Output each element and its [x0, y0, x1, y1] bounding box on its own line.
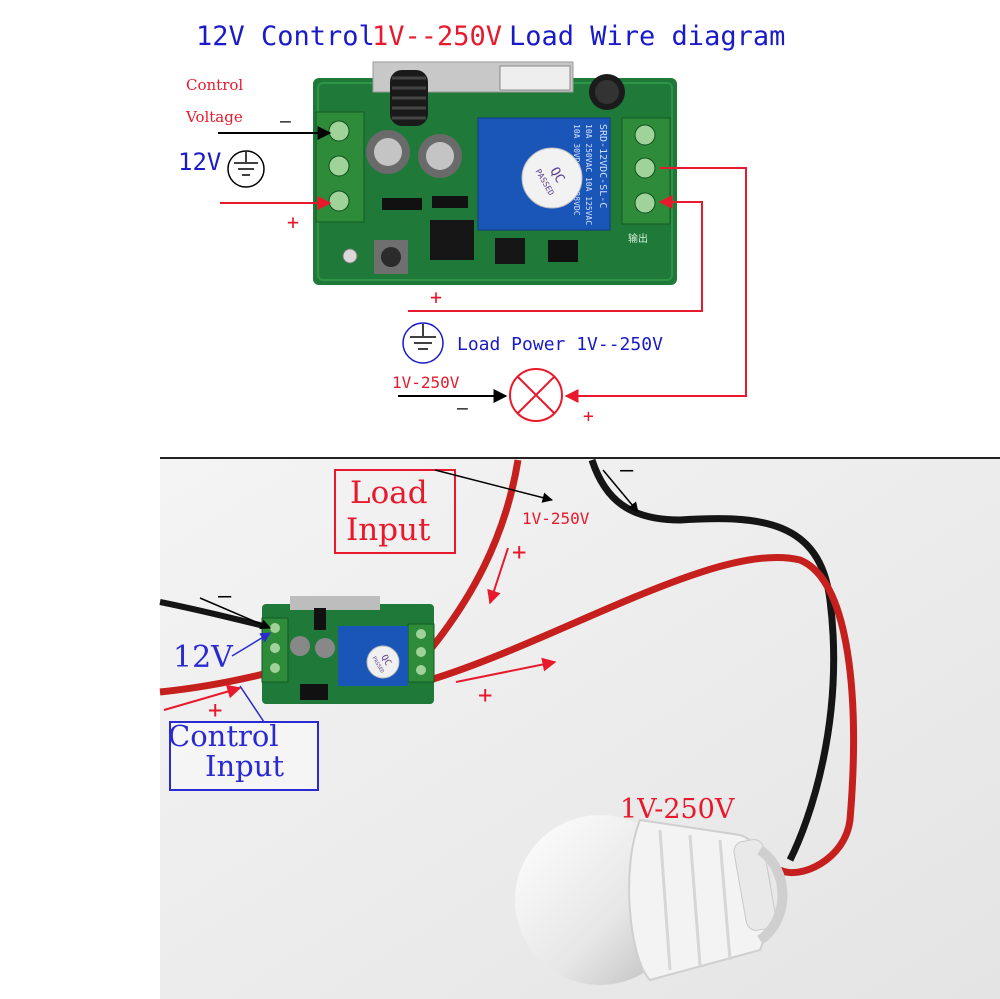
- terminal-screw: [634, 157, 656, 179]
- lamp-voltage-label: 1V-250V: [392, 373, 460, 392]
- top-wiring: Control Voltage – + 12V + Load Power 1V-…: [178, 76, 747, 427]
- terminal-screw: [634, 124, 656, 146]
- load-plus-arrow: [487, 547, 509, 605]
- photo-12v-label: 12V: [173, 640, 234, 675]
- output-label: 输出: [628, 232, 648, 245]
- control-input-label-2: Input: [205, 749, 284, 783]
- terminal-screw: [328, 120, 350, 142]
- load-input-arrow: [434, 469, 554, 503]
- led-bulb: [515, 815, 788, 985]
- bulb-red-cable: [428, 553, 857, 877]
- output-plus-arrow: [455, 657, 557, 683]
- photo-left-minus: –: [218, 584, 232, 609]
- load-ground-icon: [402, 322, 444, 364]
- top-plus-sign: +: [287, 210, 299, 234]
- load-output-wire: [564, 167, 747, 403]
- qc-sticker: [521, 147, 583, 209]
- control-input-box: [169, 721, 319, 791]
- terminal-screw: [634, 192, 656, 214]
- bulb-voltage-label: 1V-250V: [620, 794, 735, 825]
- control-12v-label: 12V: [178, 148, 221, 176]
- control-plus-arrow: [163, 684, 242, 711]
- control-voltage-label-2: Voltage: [185, 108, 243, 126]
- top-minus-arrow: [602, 469, 639, 513]
- photo-load-voltage: 1V-250V: [522, 509, 590, 528]
- title-load-wire: Load Wire diagram: [509, 21, 785, 52]
- load-input-label-1: Load: [350, 475, 428, 511]
- ground-icon: [227, 150, 265, 188]
- photo-control-plus: +: [208, 696, 222, 724]
- load-input-label-2: Input: [346, 512, 431, 548]
- photo-load-plus: +: [512, 538, 526, 566]
- relay-model: SRD-12VDC-SL-C: [597, 124, 608, 208]
- load-input-red-cable: [427, 459, 522, 653]
- ic-chip: [430, 220, 474, 260]
- ic-chip-small: [495, 238, 525, 264]
- wiring-photo: QC PASSED Load Input 1V-250V + – – 12V +…: [159, 457, 1000, 999]
- qc-label: QC: [546, 165, 567, 186]
- load-input-box: [334, 469, 456, 554]
- photo-top-minus: –: [620, 458, 634, 483]
- relay-rating-1: 10A 250VAC 10A 125VAC: [584, 124, 593, 225]
- title-load-range: 1V--250V: [372, 21, 502, 52]
- terminal-screw: [328, 190, 350, 212]
- load-plus-sign: +: [430, 285, 442, 309]
- load-positive-wire: [408, 195, 703, 312]
- top-minus-sign: –: [280, 111, 291, 132]
- lamp-plus-sign: +: [583, 406, 594, 427]
- photo-output-plus: +: [478, 681, 492, 709]
- relay-board-top: SRD-12VDC-SL-C 10A 250VAC 10A 125VAC 10A…: [313, 61, 677, 285]
- photo-qc-label: QC: [379, 653, 393, 667]
- diagram-title: 12V Control 1V--250V Load Wire diagram: [196, 21, 785, 52]
- control-input-label-1: Control: [168, 719, 279, 753]
- left-minus-arrow: [199, 597, 271, 630]
- load-power-label: Load Power 1V--250V: [457, 334, 663, 355]
- terminal-screw: [328, 155, 350, 177]
- led: [342, 248, 358, 264]
- control-voltage-label-1: Control: [186, 76, 243, 94]
- title-control: 12V Control: [196, 21, 375, 52]
- lamp-minus-sign: –: [457, 398, 468, 419]
